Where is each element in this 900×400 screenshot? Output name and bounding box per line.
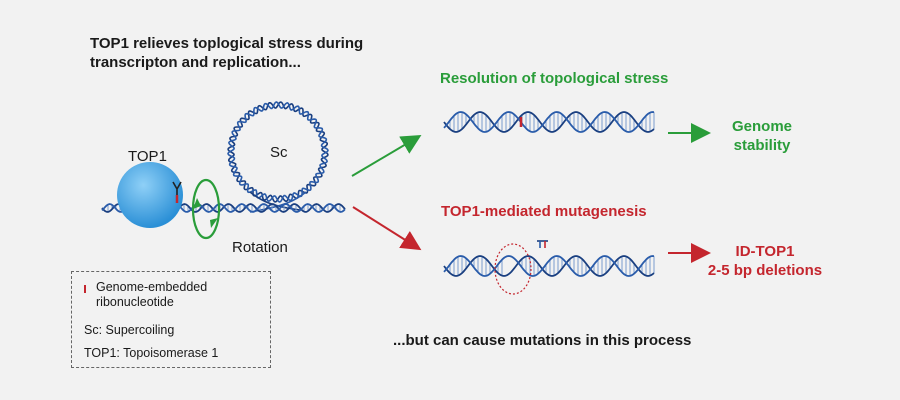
legend-top1: TOP1: Topoisomerase 1: [84, 346, 219, 360]
top1-sphere: [117, 162, 183, 228]
red-diagonal-arrow: [352, 206, 422, 251]
dna-backbone: [443, 255, 655, 277]
top1-label: TOP1: [128, 148, 167, 165]
rotation-arrow: [191, 178, 221, 240]
excised-fragment: [537, 240, 548, 248]
legend-box: Genome-embedded ribonucleotide Sc: Super…: [71, 271, 271, 368]
mutagenesis-title: TOP1-mediated mutagenesis: [441, 203, 647, 220]
id-top1-label: ID-TOP1 2-5 bp deletions: [700, 242, 830, 280]
dna-backbone: [443, 111, 655, 133]
bottom-note: ...but can cause mutations in this proce…: [393, 332, 692, 349]
intro-text: TOP1 relieves toplogical stress during t…: [90, 35, 364, 71]
legend-ribonucleotide: Genome-embedded ribonucleotide: [96, 280, 208, 309]
legend-sc: Sc: Supercoiling: [84, 323, 175, 337]
dna-backbone: [443, 111, 655, 133]
genome-stability-label: Genome stability: [731, 118, 792, 154]
resolution-title: Resolution of topological stress: [440, 70, 669, 87]
ribonucleotide-legend-mark: [84, 285, 86, 293]
green-diagonal-arrow: [351, 134, 422, 177]
supercoil-backbone: [227, 101, 329, 203]
deletion-circle: [494, 243, 532, 295]
mutated-dna-helix: [443, 255, 655, 277]
sc-label: Sc: [270, 144, 288, 161]
rotation-label: Rotation: [232, 239, 288, 256]
id-top1-line1: ID-TOP1: [735, 243, 795, 260]
dna-backbone: [443, 255, 655, 277]
supercoil-backbone: [227, 101, 329, 203]
tyrosine-mark: [172, 181, 182, 203]
id-top1-line2: 2-5 bp deletions: [707, 262, 823, 279]
resolved-dna-helix: [443, 111, 655, 133]
